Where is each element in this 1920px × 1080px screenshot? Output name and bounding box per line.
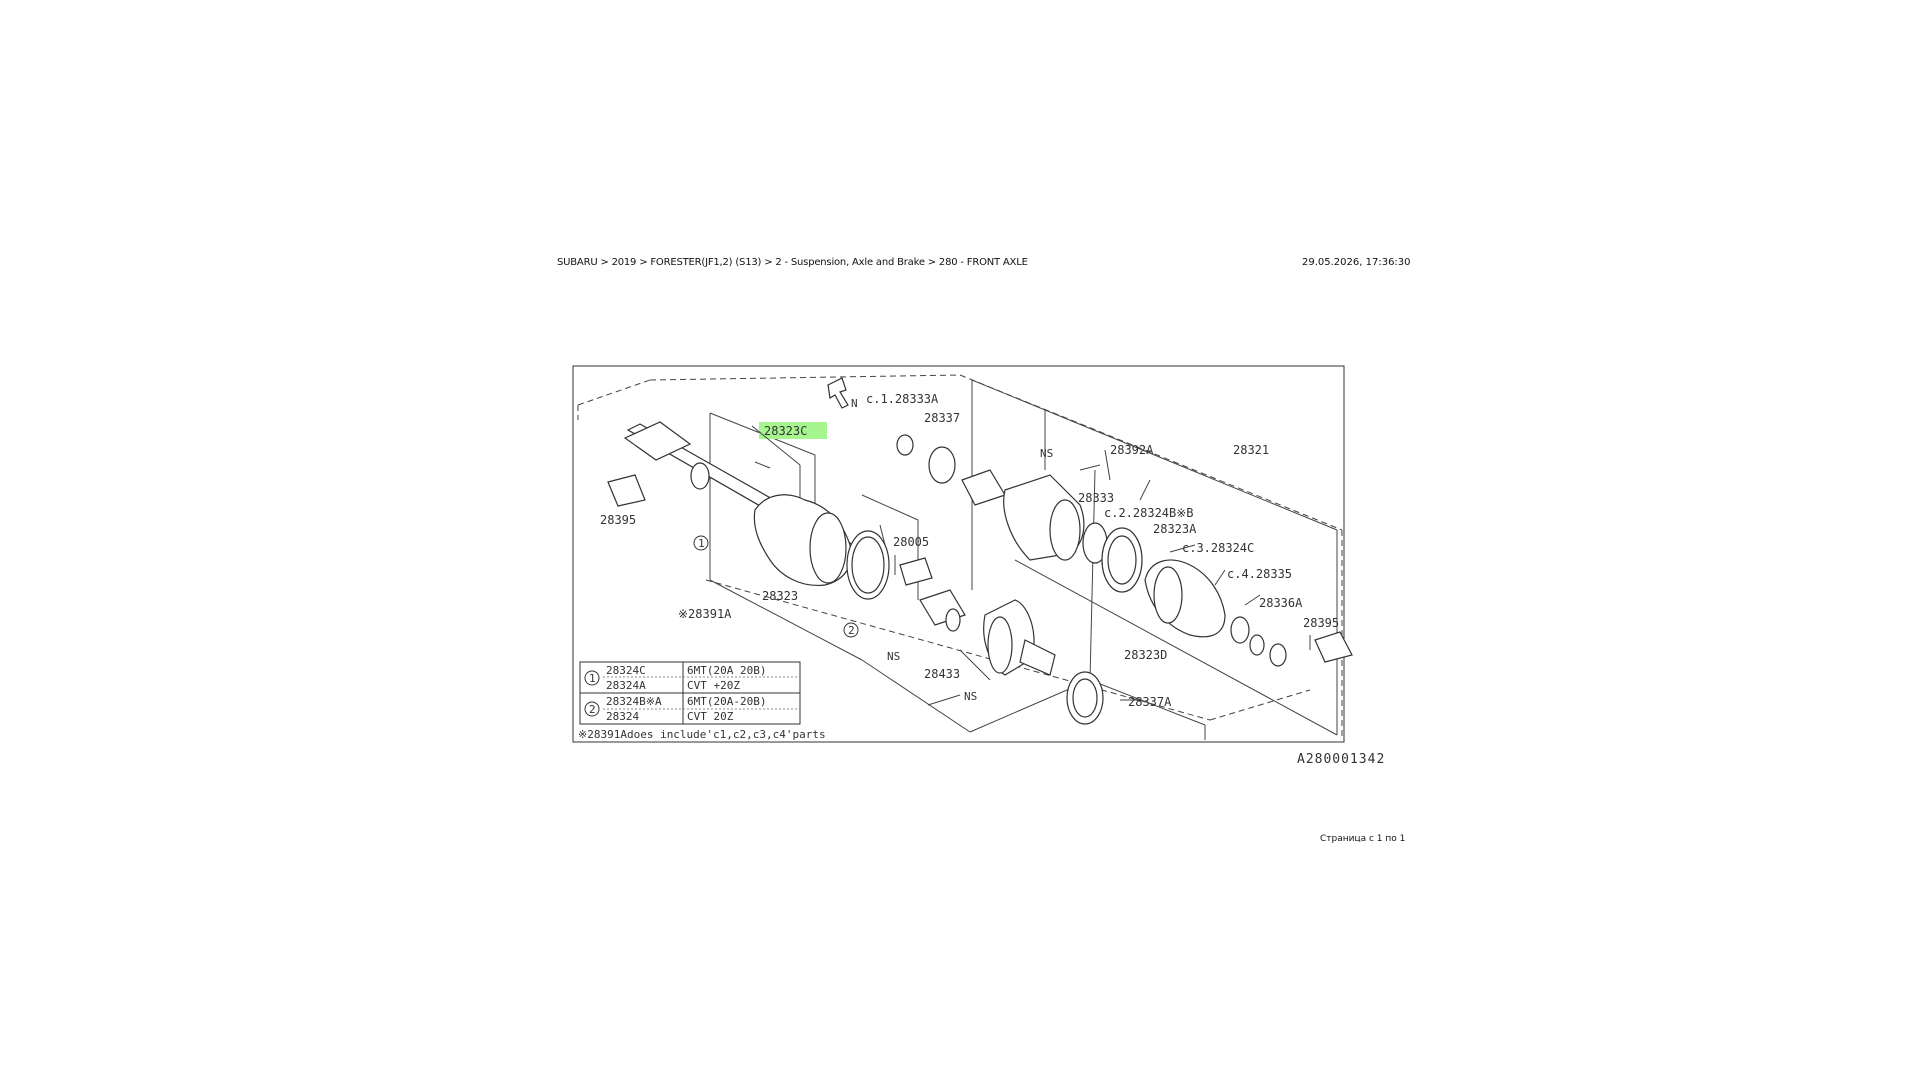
clamp-28335 <box>1230 616 1250 644</box>
boot-28323-opening <box>809 512 847 584</box>
seal-28337A-inner <box>1072 678 1098 718</box>
diagram-code: A280001342 <box>1297 752 1386 767</box>
ring-28392A-inner <box>1107 535 1137 585</box>
legend-part-a-1: 28324C <box>606 664 646 677</box>
marker-2-text: 2 <box>848 624 855 637</box>
label-c2-28324B[interactable]: c.2.28324B※B <box>1104 506 1194 520</box>
legend-part-b-2: 28324 <box>606 710 639 723</box>
label-28395-left[interactable]: 28395 <box>600 513 636 527</box>
housing-28433-stub <box>1019 639 1056 676</box>
legend-part-b-1: 28324A <box>606 679 646 692</box>
label-28337[interactable]: 28337 <box>924 411 960 425</box>
selected-part-highlight <box>759 422 827 439</box>
label-28005[interactable]: 28005 <box>893 535 929 549</box>
clamp-28336A-2 <box>1269 643 1287 667</box>
label-28395-right[interactable]: 28395 <box>1303 616 1339 630</box>
part-28005 <box>899 557 933 586</box>
plug-28395-right <box>1314 631 1353 663</box>
legend-marker-1-icon <box>584 670 600 686</box>
housing-28433-face <box>987 616 1013 674</box>
legend-part-a-2: 28324B※A <box>606 695 662 708</box>
legend-spec-a-2: 6MT(20A-20B) <box>687 695 766 708</box>
label-c4-28335[interactable]: c.4.28335 <box>1227 567 1292 581</box>
label-ns-mid: NS <box>887 650 900 663</box>
spline-upper <box>961 469 1006 506</box>
label-28392A[interactable]: 28392A <box>1110 443 1154 457</box>
leader-lines <box>751 410 1311 706</box>
breadcrumb: SUBARU > 2019 > FORESTER(JF1,2) (S13) > … <box>557 257 1028 268</box>
left-splined-end <box>623 421 692 461</box>
label-28391A[interactable]: ※28391A <box>678 607 732 621</box>
marker-1-icon <box>693 535 709 551</box>
legend-spec-b-2: CVT 20Z <box>687 710 734 723</box>
clamp-ring-left-inner <box>851 536 885 594</box>
page-counter: Страница с 1 по 1 <box>1320 834 1406 844</box>
label-ns-upper: NS <box>1040 447 1053 460</box>
legend-spec-b-1: CVT +20Z <box>687 679 740 692</box>
ring-28337 <box>928 446 956 484</box>
label-ns-lower: NS <box>964 690 977 703</box>
clamp-28336A <box>1249 634 1265 656</box>
label-c1-28333A[interactable]: c.1.28333A <box>866 392 939 406</box>
label-28337A[interactable]: 28337A <box>1128 695 1172 709</box>
legend-spec-a-1: 6MT(20A 20B) <box>687 664 766 677</box>
label-28333[interactable]: 28333 <box>1078 491 1114 505</box>
perspective-box <box>577 374 1343 740</box>
legend-note: ※28391Adoes include'c1,c2,c3,c4'parts <box>578 728 826 741</box>
legend-marker-2: 2 <box>589 703 596 716</box>
legend-marker-1: 1 <box>589 672 596 685</box>
snap-ring-mid <box>945 608 961 632</box>
marker-1-text: 1 <box>698 537 705 550</box>
label-28323[interactable]: 28323 <box>762 589 798 603</box>
label-28323D[interactable]: 28323D <box>1124 648 1167 662</box>
label-28336A[interactable]: 28336A <box>1259 596 1303 610</box>
housing-upper-face <box>1049 499 1081 561</box>
label-28433[interactable]: 28433 <box>924 667 960 681</box>
boot-28323A-opening <box>1153 566 1183 624</box>
label-c3-28324C[interactable]: c.3.28324C <box>1182 541 1254 555</box>
north-arrow-icon <box>827 377 849 409</box>
legend-marker-2-icon <box>584 701 600 717</box>
label-28323A[interactable]: 28323A <box>1153 522 1197 536</box>
marker-2-icon <box>843 622 859 638</box>
label-28321[interactable]: 28321 <box>1233 443 1269 457</box>
legend-table: 1 28324C 28324A 6MT(20A 20B) CVT +20Z 2 … <box>579 661 801 725</box>
diagram-frame <box>572 365 1345 743</box>
north-label: N <box>851 397 858 410</box>
snap-ring-28337 <box>896 434 914 456</box>
plug-28395-left <box>607 474 646 507</box>
label-28323C[interactable]: 28323C <box>764 424 807 438</box>
left-clamp <box>690 462 710 490</box>
print-timestamp: 29.05.2026, 17:36:30 <box>1302 257 1411 268</box>
